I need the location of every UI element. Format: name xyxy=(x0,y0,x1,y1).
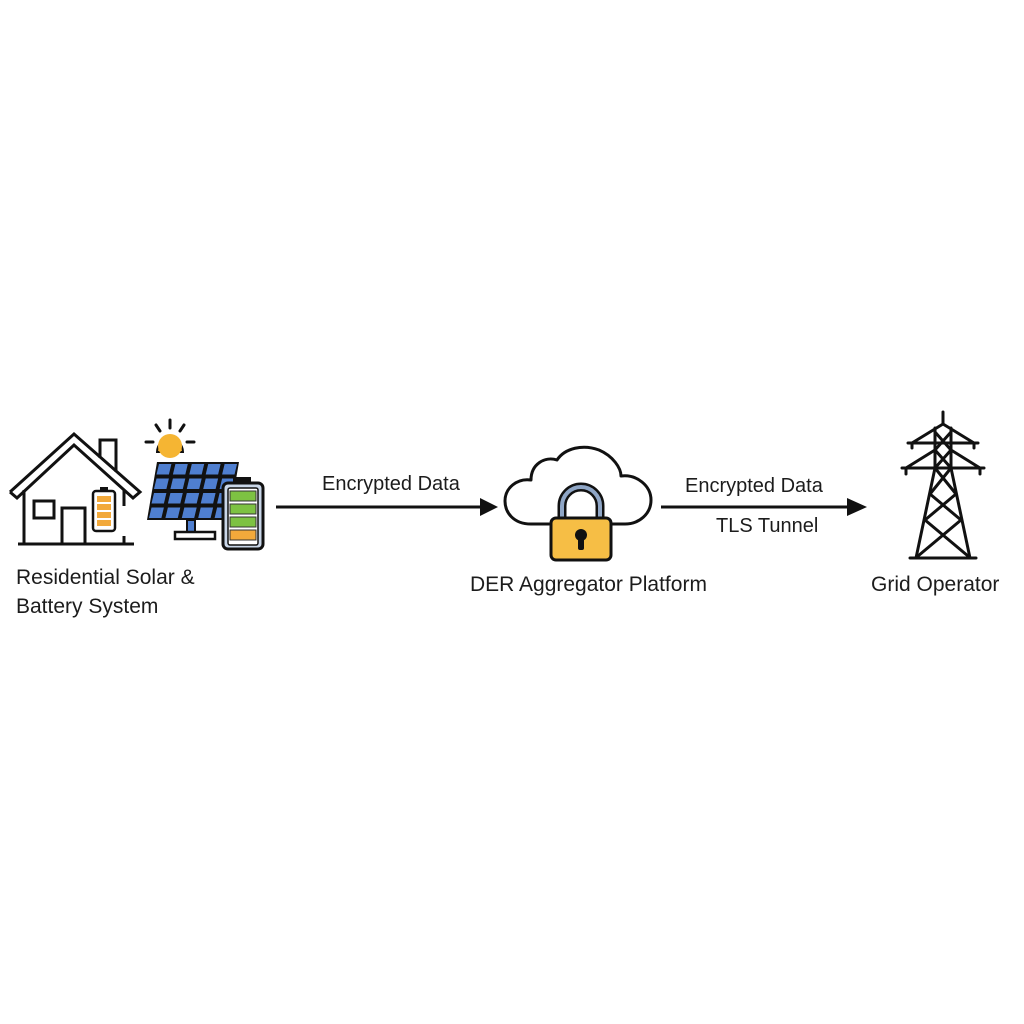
solar-panel-icon xyxy=(147,462,239,541)
solar-cell xyxy=(184,493,200,504)
edge2-label-top: Encrypted Data xyxy=(685,475,823,497)
house-icon xyxy=(8,431,143,546)
residential-label-line1: Residential Solar & xyxy=(16,566,195,589)
battery-icon xyxy=(221,477,265,551)
solar-cell xyxy=(154,478,169,489)
solar-cell xyxy=(156,464,172,475)
grid-label: Grid Operator xyxy=(871,573,1000,596)
transmission-tower-icon xyxy=(900,410,986,560)
arrow-right-icon xyxy=(661,498,867,516)
edge1-label: Encrypted Data xyxy=(322,473,460,495)
solar-cell xyxy=(167,493,183,504)
solar-cell xyxy=(203,478,219,489)
solar-cell xyxy=(222,464,237,475)
cloud-icon xyxy=(503,445,653,526)
solar-cell xyxy=(170,478,186,489)
solar-cell xyxy=(186,478,202,489)
edge2-label-bottom: TLS Tunnel xyxy=(716,515,819,537)
solar-cell xyxy=(205,464,221,475)
solar-cell xyxy=(198,507,214,518)
solar-cell xyxy=(149,507,164,518)
solar-cell xyxy=(172,464,188,475)
solar-cell xyxy=(200,493,216,504)
padlock-icon xyxy=(549,482,613,562)
solar-cell xyxy=(189,464,205,475)
arrow-right-icon xyxy=(276,498,498,516)
aggregator-label: DER Aggregator Platform xyxy=(470,573,707,596)
solar-cell xyxy=(151,493,167,504)
solar-cell xyxy=(165,507,181,518)
solar-cell xyxy=(181,507,197,518)
residential-label-line2: Battery System xyxy=(16,595,159,618)
sun-icon xyxy=(144,418,196,458)
house-battery-icon xyxy=(91,487,117,533)
